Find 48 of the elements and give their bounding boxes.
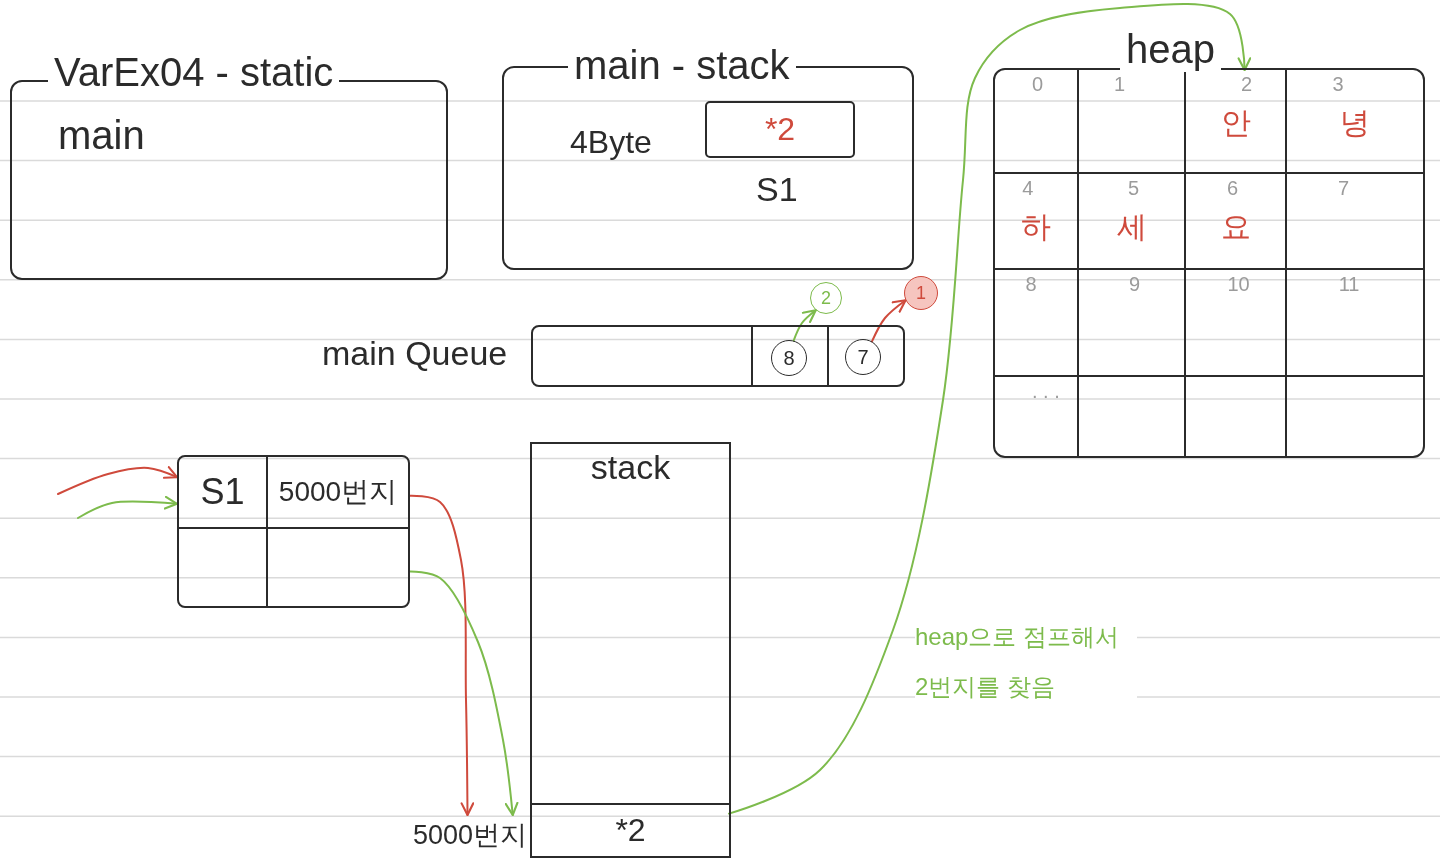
address-label: 5000번지 (408, 815, 527, 855)
memory-cell (1077, 172, 1184, 268)
arrow (77, 495, 179, 519)
object-table-cell (266, 527, 410, 608)
memory-cell (1077, 375, 1184, 456)
method-label: main (58, 112, 145, 158)
stored-character: 세 (1116, 210, 1147, 245)
ellipsis-mark: . . . (1031, 380, 1060, 403)
stored-character: 요 (1220, 210, 1251, 245)
address-number: 3 (1332, 73, 1344, 96)
stored-character: 녕 (1340, 106, 1370, 141)
stack-column (530, 442, 731, 858)
arrow (409, 570, 519, 817)
variable-name: S1 (756, 170, 798, 210)
stored-character: 안 (1220, 106, 1251, 141)
address-number: 8 (1025, 273, 1037, 296)
memory-cell (1184, 375, 1285, 456)
address-number: 1 (1114, 73, 1126, 96)
step-number-circle: 1 (904, 276, 938, 310)
arrow (409, 494, 475, 817)
memory-cell (1285, 172, 1423, 268)
object-table-cell: 5000번지 (266, 455, 410, 529)
arrow (792, 309, 817, 342)
object-table-cell (177, 527, 268, 608)
stack-slot: *2 (532, 803, 729, 856)
column-heading: stack (590, 448, 671, 488)
memory-cell (1184, 268, 1285, 375)
queue-label: main Queue (322, 334, 508, 374)
address-number: 7 (1338, 177, 1350, 200)
object-table-cell: S1 (177, 455, 268, 529)
arrow (57, 466, 179, 495)
address-number: 9 (1129, 273, 1141, 296)
address-number: 2 (1241, 73, 1253, 96)
address-number: 5 (1128, 177, 1140, 200)
memory-cell (1285, 375, 1423, 456)
variable-box: *2 (705, 101, 855, 158)
address-number: 6 (1226, 177, 1238, 200)
memory-cell (1285, 268, 1423, 375)
address-number: 10 (1227, 273, 1250, 296)
arrow (871, 299, 907, 343)
address-number: 0 (1032, 73, 1044, 96)
stored-character: 하 (1021, 210, 1051, 245)
memory-cell (1184, 172, 1285, 268)
address-number: 11 (1338, 273, 1360, 296)
memory-cell (1077, 268, 1184, 375)
arrow (728, 3, 1252, 815)
address-number: 4 (1022, 177, 1034, 200)
size-label: 4Byte (570, 124, 652, 161)
